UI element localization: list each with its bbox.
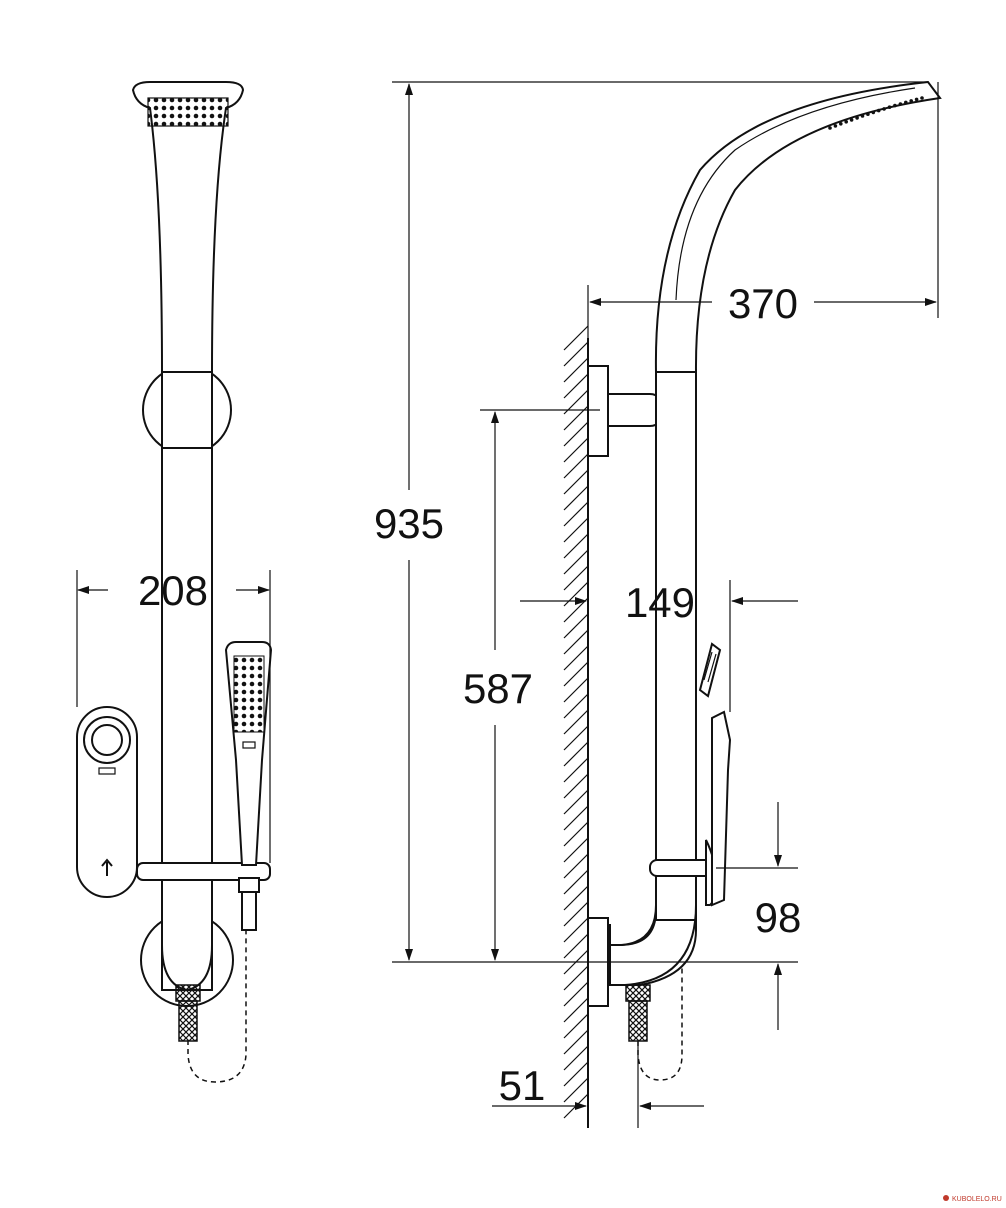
dimension-bar-width: 208 [138,567,208,614]
wall-hatching [563,325,589,1119]
front-thermostat-knob-outer [83,716,131,764]
side-hand-holder-arm [649,859,713,877]
front-hose-loop [187,930,247,1083]
watermark: KUBOLELO.RU [952,1196,1002,1203]
front-view: 208 [76,81,273,1083]
dimension-outlet-offset: 51 [499,1062,546,1109]
side-head-nozzles [828,96,924,130]
side-upper-bracket-plate [587,365,609,457]
dimension-bracket-spacing: 587 [463,665,533,712]
watermark-icon [943,1195,949,1201]
dimension-head-projection: 370 [728,280,798,327]
front-hand-spray-face [233,655,265,733]
dimension-hand-shower-projection: 149 [625,579,695,626]
front-head-spray-face [147,97,229,127]
dimension-holder-height: 98 [755,894,802,941]
side-lower-bend [608,909,697,986]
side-view: 935 370 587 149 98 51 [374,80,942,1128]
front-thermostat-lever-icon [101,858,113,876]
front-head-shower [131,81,245,373]
side-head-arm [654,80,942,373]
side-hand-shower [711,710,732,907]
side-riser-rail [655,369,697,931]
front-thermostat-knob-inner [91,724,123,756]
dimension-total-height: 935 [374,500,444,547]
front-thermostat-body [76,706,138,898]
front-shelf-holder [136,862,271,881]
